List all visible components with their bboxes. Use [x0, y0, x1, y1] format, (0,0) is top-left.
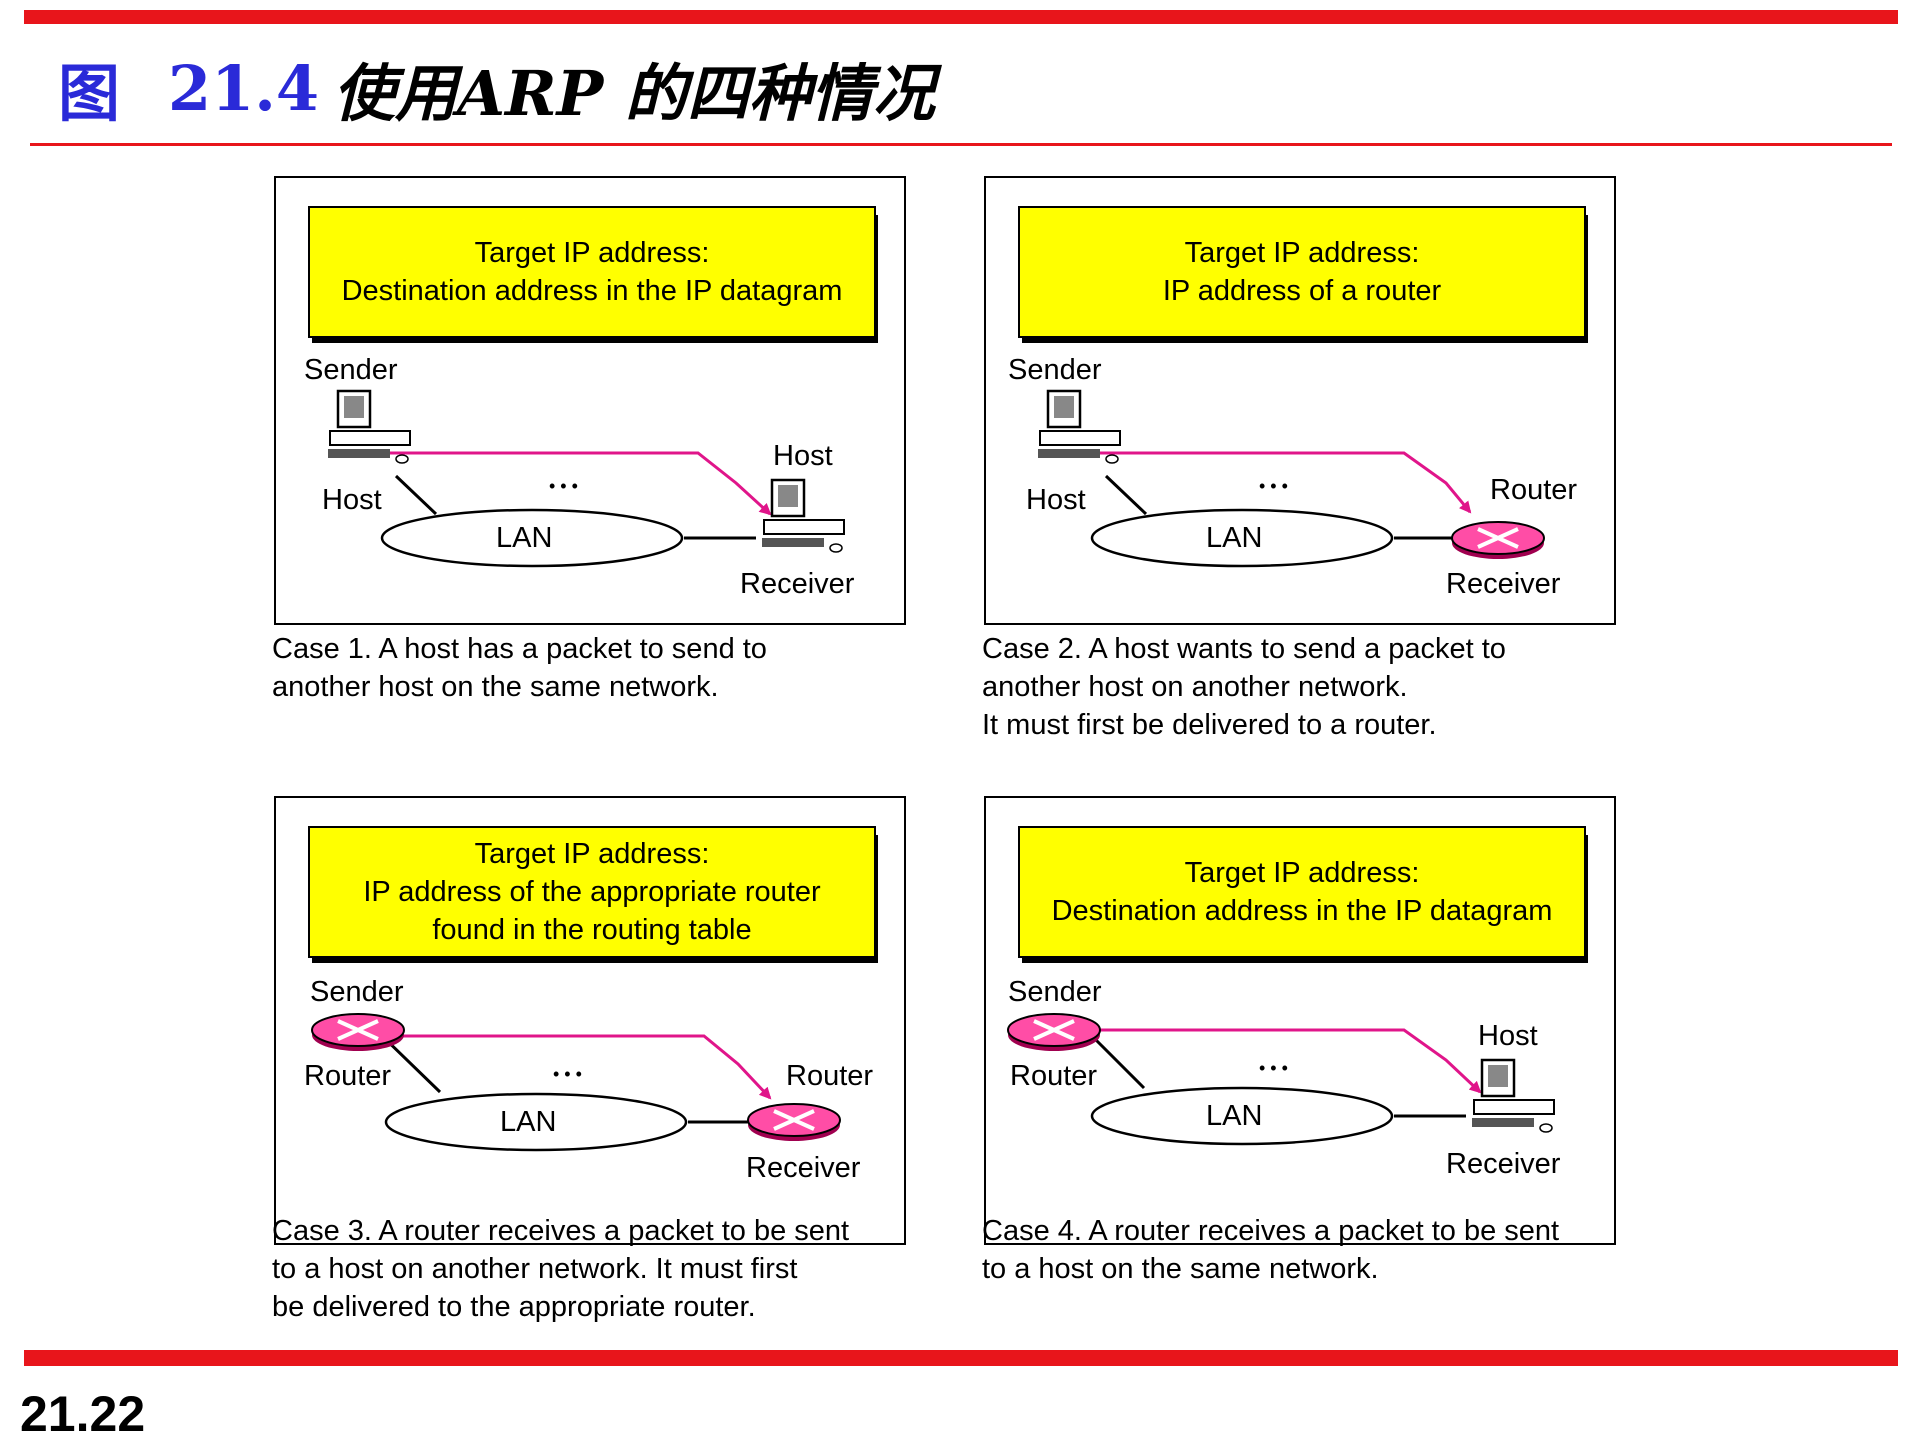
- lan-ellipse: [1090, 1086, 1394, 1146]
- case-4-network-drawing: [1007, 1013, 1555, 1146]
- sender-role-label: Router: [304, 1060, 392, 1092]
- sender-role-label: Router: [1010, 1060, 1098, 1092]
- case-3-panel: Target IP address: IP address of the app…: [274, 796, 906, 1245]
- caption-line: another host on the same network.: [272, 671, 719, 703]
- receiver-label: Receiver: [746, 1152, 861, 1184]
- caption-line: Case 3. A router receives a packet to be…: [272, 1215, 850, 1247]
- target-ip-box: Target IP address: Destination address i…: [308, 206, 876, 338]
- case-1-caption: Case 1. A host has a packet to send to a…: [272, 630, 767, 706]
- lan-label: LAN: [1206, 522, 1263, 554]
- figure-number: 21.4: [168, 51, 320, 125]
- target-ip-box: Target IP address: Destination address i…: [1018, 826, 1586, 958]
- target-line-1: Target IP address:: [1184, 237, 1420, 269]
- arp-arrow: [386, 1034, 772, 1100]
- sender-label: Sender: [1008, 354, 1102, 386]
- router-icon: [1007, 1013, 1101, 1051]
- receiver-label: Receiver: [1446, 1148, 1561, 1180]
- computer-icon: [1038, 389, 1121, 464]
- router-icon: [747, 1103, 841, 1141]
- target-line-2: IP address of a router: [1162, 275, 1442, 307]
- lan-ellipse: [380, 508, 684, 568]
- target-ip-box: Target IP address: IP address of a route…: [1018, 206, 1586, 338]
- lan-ellipse: [384, 1092, 688, 1152]
- target-line-3: found in the routing table: [432, 914, 752, 946]
- case-3-network-drawing: [311, 1013, 841, 1152]
- target-line-1: Target IP address:: [474, 838, 710, 870]
- receiver-role-label: Host: [773, 440, 833, 472]
- caption-line: It must first be delivered to a router.: [982, 709, 1437, 741]
- caption-line: to a host on the same network.: [982, 1253, 1379, 1285]
- target-line-2: IP address of the appropriate router: [363, 876, 821, 908]
- computer-icon: [762, 478, 845, 553]
- arp-arrow: [1098, 1028, 1482, 1094]
- computer-icon: [328, 389, 411, 464]
- caption-line: to a host on another network. It must fi…: [272, 1253, 798, 1285]
- receiver-role-label: Host: [1478, 1020, 1538, 1052]
- lan-label: LAN: [496, 522, 553, 554]
- figure-caption-title: 使用ARP 的四种情况: [333, 57, 935, 130]
- caption-line: Case 4. A router receives a packet to be…: [982, 1215, 1560, 1247]
- target-line-2: Destination address in the IP datagram: [341, 275, 843, 307]
- sender-role-label: Host: [1026, 484, 1086, 516]
- caption-line: Case 2. A host wants to send a packet to: [982, 633, 1506, 665]
- target-ip-box: Target IP address: IP address of the app…: [308, 826, 876, 958]
- case-1-network-drawing: [328, 389, 845, 568]
- ellipsis-dots: • • •: [1259, 1058, 1288, 1078]
- arp-arrow: [388, 451, 772, 516]
- sender-link: [394, 474, 438, 516]
- target-line-1: Target IP address:: [474, 237, 710, 269]
- receiver-label: Receiver: [740, 568, 855, 600]
- title-underline: [30, 143, 1892, 146]
- case-2-caption: Case 2. A host wants to send a packet to…: [982, 630, 1506, 744]
- receiver-role-label: Router: [1490, 474, 1578, 506]
- receiver-role-label: Router: [786, 1060, 874, 1092]
- lan-label: LAN: [500, 1106, 557, 1138]
- bottom-rule: [24, 1350, 1898, 1366]
- sender-label: Sender: [304, 354, 398, 386]
- case-3-caption: Case 3. A router receives a packet to be…: [272, 1212, 849, 1326]
- target-line-2: Destination address in the IP datagram: [1051, 895, 1553, 927]
- arp-arrow: [1098, 451, 1472, 514]
- computer-icon: [1472, 1058, 1555, 1133]
- figure-label: 图: [58, 57, 121, 130]
- ellipsis-dots: • • •: [1259, 476, 1288, 496]
- top-rule: [24, 10, 1898, 24]
- sender-label: Sender: [310, 976, 404, 1008]
- caption-line: Case 1. A host has a packet to send to: [272, 633, 767, 665]
- router-icon: [311, 1013, 405, 1051]
- sender-label: Sender: [1008, 976, 1102, 1008]
- sender-link: [1104, 474, 1148, 516]
- receiver-label: Receiver: [1446, 568, 1561, 600]
- case-4-caption: Case 4. A router receives a packet to be…: [982, 1212, 1559, 1288]
- lan-ellipse: [1090, 508, 1394, 568]
- case-4-panel: Target IP address: Destination address i…: [984, 796, 1616, 1245]
- caption-line: another host on another network.: [982, 671, 1408, 703]
- lan-label: LAN: [1206, 1100, 1263, 1132]
- case-1-panel: Target IP address: Destination address i…: [274, 176, 906, 625]
- ellipsis-dots: • • •: [553, 1064, 582, 1084]
- sender-role-label: Host: [322, 484, 382, 516]
- router-icon: [1451, 521, 1545, 559]
- case-2-panel: Target IP address: IP address of a route…: [984, 176, 1616, 625]
- figure-title: 图 21.4 使用ARP 的四种情况: [58, 48, 935, 131]
- page-number: 21.22: [20, 1386, 146, 1442]
- target-line-1: Target IP address:: [1184, 857, 1420, 889]
- caption-line: be delivered to the appropriate router.: [272, 1291, 756, 1323]
- ellipsis-dots: • • •: [549, 476, 578, 496]
- case-2-network-drawing: [1038, 389, 1545, 568]
